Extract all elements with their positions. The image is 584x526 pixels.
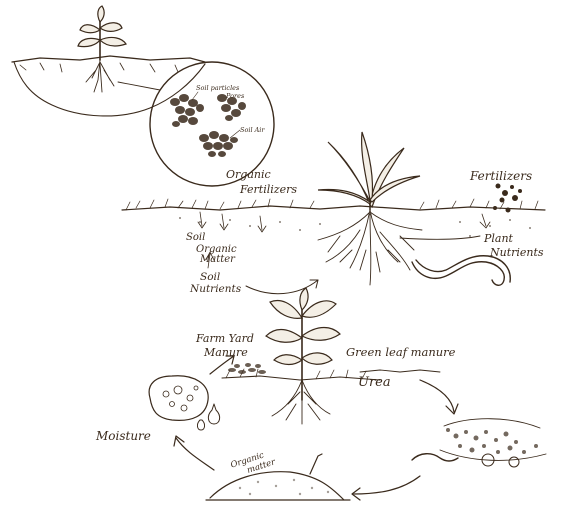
label-green-leaf-manure: Green leaf manure [346, 345, 456, 359]
label-plant-nutrients: Plant Nutrients [483, 232, 544, 259]
nutrient-cycle [149, 288, 546, 500]
label-urea: Urea [358, 375, 391, 390]
label-soil-particles: Soil particles [196, 84, 240, 92]
label-moisture: Moisture [95, 429, 151, 443]
label-fertilizers: Fertilizers [469, 169, 532, 183]
label-farm-yard-manure: Farm Yard Manure [195, 332, 257, 359]
crop-in-soil [122, 132, 545, 294]
label-soil-organic-matter: Soil Organic Matter [186, 232, 240, 265]
label-soil-air: Soil Air [240, 126, 265, 134]
label-pores: Pores [225, 92, 245, 100]
label-soil-nutrients: Soil Nutrients [189, 271, 242, 295]
label-organic-fertilizers: Organic Fertilizers [226, 168, 297, 196]
